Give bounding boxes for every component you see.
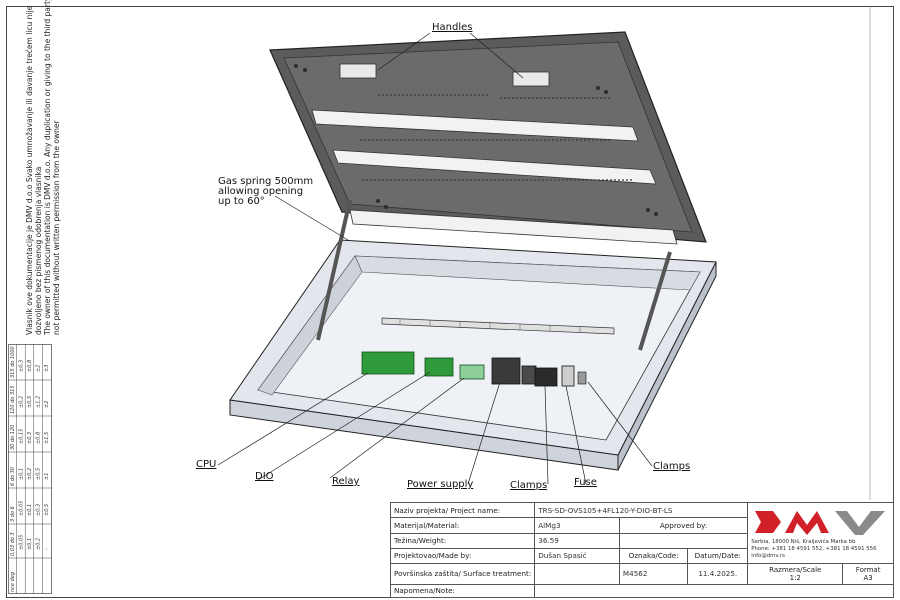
relay-module: [459, 364, 485, 380]
callout-dio: DIO: [255, 471, 274, 482]
power-supply-module: [491, 357, 521, 385]
cpu-module: [361, 351, 415, 375]
callout-gas-spring: Gas spring 500mm allowing opening up to …: [218, 177, 313, 207]
approved-value: [618, 532, 749, 549]
tol-r3-4: ±1,5: [44, 432, 50, 444]
scale-format-cell: Razmera/Scale 1:2 Format A3: [747, 563, 894, 585]
tol-r1-2: ±0,1: [27, 504, 33, 516]
code-value: M4562: [618, 563, 689, 585]
made-by-label: Projektovao/Made by:: [389, 547, 536, 565]
tol-h-2: 3 do 6: [10, 506, 16, 522]
handle-right: [512, 71, 550, 87]
made-by-value: Dušan Spasić: [534, 547, 620, 565]
weight-value: 36.59: [534, 532, 620, 549]
tol-r2-2: ±0,3: [36, 504, 42, 516]
callout-power-supply: Power supply: [407, 479, 474, 490]
company-address: Serbia, 18000 Niš, Kraljevića Marka bb: [751, 538, 856, 545]
callout-clamps-left: Clamps: [510, 480, 548, 491]
tol-r2-4: ±0,8: [36, 432, 42, 444]
code-label: Oznaka/Code:: [618, 547, 689, 565]
gas-spring-line-1: Gas spring 500mm: [218, 176, 314, 187]
format-cell: Format A3: [843, 564, 893, 584]
tol-r1-3: ±0,2: [27, 468, 33, 480]
tol-r2-1: ±0,2: [36, 538, 42, 550]
gas-spring-line-2: allowing opening: [218, 186, 304, 197]
scale-value: 1:2: [789, 573, 801, 582]
callout-relay: Relay: [332, 476, 360, 487]
company-email: info@dmv.rs: [751, 552, 785, 559]
copyright-line-4: not permitted without written permission…: [52, 120, 61, 335]
copyright-line-3: The owner of this documentation is DMV d…: [43, 0, 52, 335]
tol-h-3: 6 do 30: [10, 467, 16, 486]
tol-r3-2: ±0,5: [44, 504, 50, 516]
tol-r2-6: ±2: [36, 365, 42, 372]
approved-label: Approved by:: [618, 517, 749, 534]
gas-spring-line-3: up to 60°: [218, 196, 265, 207]
note-label: Napomena/Note:: [389, 583, 536, 599]
tol-h-5: 120 do 315: [10, 386, 16, 415]
leader-lines: [217, 32, 653, 485]
date-label: Datum/Date:: [687, 547, 749, 565]
date-value: 11.4.2025.: [687, 563, 749, 585]
tol-h-1: 0,03 do 3: [10, 532, 16, 556]
tol-r3-1: -: [44, 548, 50, 550]
tol-r0-5: ±0,2: [19, 396, 25, 408]
tol-r2-5: ±1,2: [36, 396, 42, 408]
scale-cell: Razmera/Scale 1:2: [748, 564, 844, 584]
tol-h-0: nce deg: [10, 572, 16, 592]
format-label: Format: [855, 565, 881, 574]
tol-r1-5: ±0,5: [27, 396, 33, 408]
callout-cpu: CPU: [196, 459, 217, 470]
copyright-line-2: dozvoljeno bez pismenog odobrenja vlasni…: [34, 166, 43, 335]
handle-left: [339, 63, 377, 79]
fuse-module: [561, 365, 575, 387]
tol-r0-3: ±0,1: [19, 468, 25, 480]
surface-value: [534, 563, 620, 585]
tol-r0-4: ±0,15: [19, 429, 25, 444]
tolerance-table: 315 do 1000 120 do 315 30 do 120 6 do 30…: [8, 344, 52, 594]
tol-r2-3: ±0,5: [36, 468, 42, 480]
company-phone: Phone: +381 18 4591 552, +381 18 4591 55…: [751, 545, 877, 552]
scale-label: Razmera/Scale: [769, 565, 822, 574]
title-block: Naziv projekta/ Project name: TRS-SD-OVS…: [389, 501, 894, 599]
drawing-frame: [6, 6, 894, 598]
tol-r0-2: ±0,05: [19, 501, 25, 516]
clamps-module: [534, 367, 558, 387]
dio-module: [424, 357, 454, 377]
tol-r0-6: ±0,3: [19, 360, 25, 372]
material-value: AlMg3: [534, 517, 620, 534]
tol-r3-3: ±1: [44, 473, 50, 480]
note-value: [534, 583, 894, 599]
material-label: Materijal/Material:: [389, 517, 536, 534]
company-block: Serbia, 18000 Niš, Kraljevića Marka bb P…: [747, 501, 894, 565]
tol-r0-1: ±0,05: [19, 535, 25, 550]
enclosure-box: [229, 199, 717, 471]
tol-r3-5: ±2: [44, 401, 50, 408]
project-label: Naziv projekta/ Project name:: [389, 501, 536, 519]
callout-handles: Handles: [432, 22, 473, 33]
surface-label: Površinska zaštita/ Surface treatment:: [389, 563, 536, 585]
dmv-logo: [755, 510, 886, 535]
tol-r3-6: ±3: [44, 365, 50, 372]
tol-h-4: 30 do 120: [10, 425, 16, 450]
tol-r1-6: ±0,8: [27, 360, 33, 372]
tol-r1-1: ±0,1: [27, 538, 33, 550]
tol-h-6: 315 do 1000: [10, 346, 16, 378]
copyright-line-1: Vlasnik ove dokumentacije je DMV d.o.o S…: [25, 5, 34, 335]
copyright-note: Vlasnik ove dokumentacije je DMV d.o.o S…: [25, 0, 61, 335]
project-value: TRS-SD-OVS105+4FL120-Y-DIO-BT-LS: [534, 501, 749, 519]
weight-label: Težina/Weight:: [389, 532, 536, 549]
callout-clamps-right: Clamps: [653, 461, 691, 472]
callout-fuse: Fuse: [574, 477, 597, 488]
format-value: A3: [863, 573, 873, 582]
tol-r1-4: ±0,3: [27, 432, 33, 444]
lid: [269, 31, 707, 245]
